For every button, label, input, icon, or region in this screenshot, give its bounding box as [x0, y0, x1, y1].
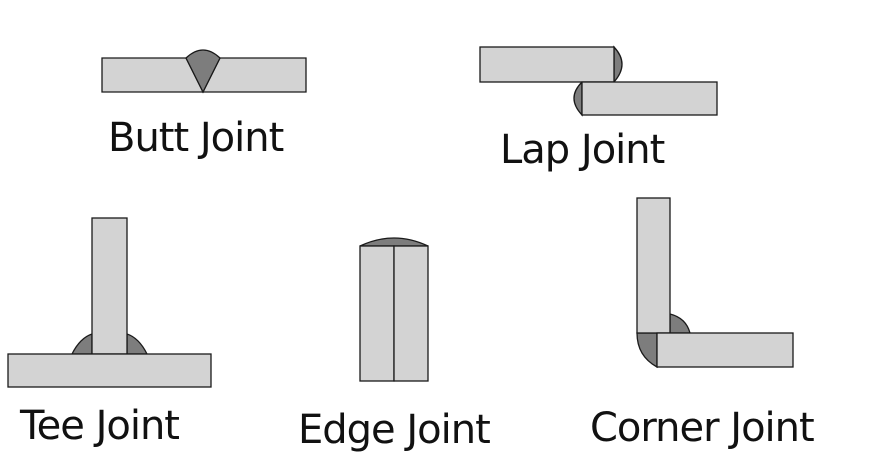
- butt-joint-figure: [101, 49, 307, 94]
- edge-joint-label: Edge Joint: [298, 407, 491, 453]
- butt-right-plate: [201, 57, 307, 93]
- corner-weld-outside: [636, 332, 658, 369]
- edge-left-plate: [359, 245, 395, 382]
- edge-right-plate: [393, 245, 429, 382]
- lap-weld-top: [613, 45, 623, 84]
- edge-joint-figure: [359, 237, 429, 382]
- tee-joint-figure: [7, 217, 212, 388]
- lap-top-plate: [479, 46, 615, 83]
- lap-joint-figure: [479, 45, 718, 117]
- tee-weld-left: [70, 333, 93, 355]
- edge-weld-cap: [359, 237, 429, 247]
- lap-joint-label: Lap Joint: [500, 127, 665, 173]
- tee-joint-label: Tee Joint: [20, 403, 180, 449]
- corner-weld-inside: [669, 313, 691, 334]
- butt-joint-label: Butt Joint: [108, 115, 284, 161]
- lap-bottom-plate: [581, 81, 718, 116]
- corner-horizontal-plate: [656, 332, 794, 368]
- butt-weld-bead: [185, 49, 221, 94]
- lap-weld-bottom: [573, 80, 583, 117]
- corner-joint-label: Corner Joint: [590, 405, 815, 451]
- tee-weld-right: [126, 333, 149, 355]
- tee-vertical-plate: [91, 217, 128, 355]
- corner-joint-figure: [636, 197, 794, 369]
- tee-base-plate: [7, 353, 212, 388]
- corner-vertical-plate: [636, 197, 671, 334]
